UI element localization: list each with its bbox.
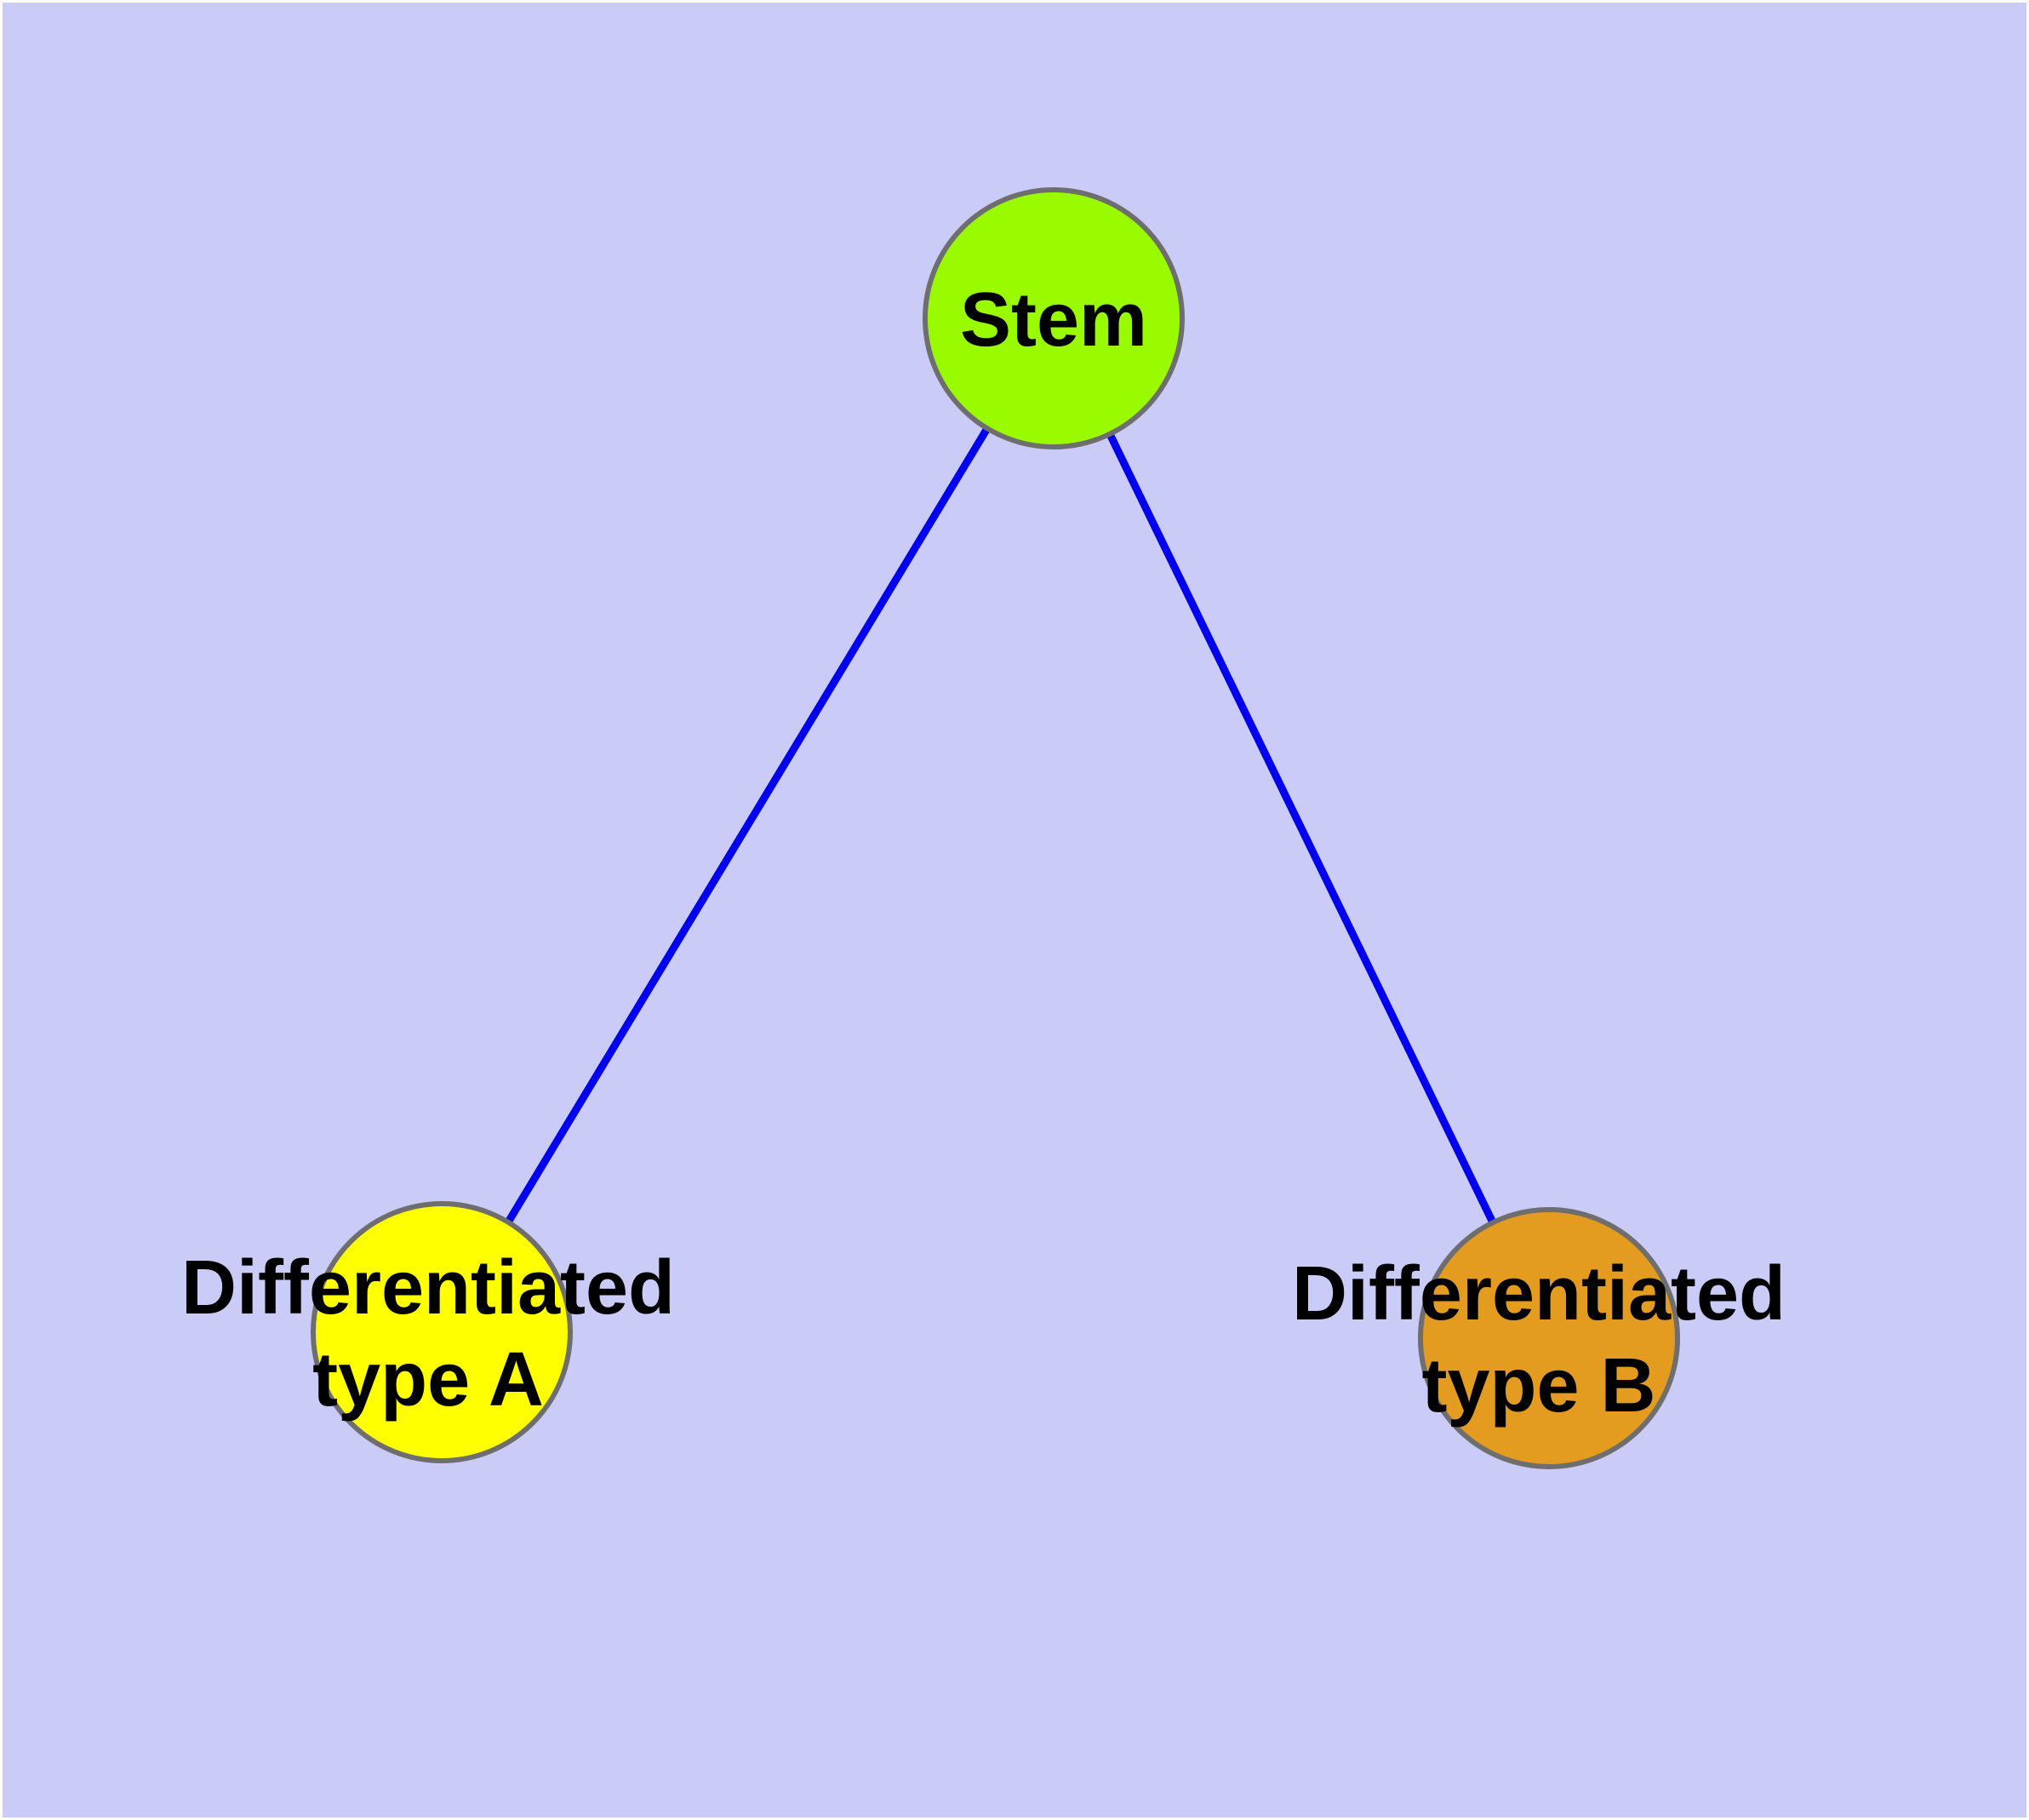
node-label-line: type A (312, 1337, 544, 1422)
node-label-line: Differentiated (181, 1245, 675, 1331)
node-differentiated-type-b (1418, 1207, 1680, 1469)
edge-stem-to-differentiated-type-b (1049, 317, 1553, 1340)
node-label-line: Stem (960, 278, 1147, 363)
node-differentiated-type-a (311, 1201, 573, 1463)
node-label-line: type B (1421, 1343, 1655, 1428)
node-label-line: Differentiated (1292, 1251, 1786, 1336)
node-label-stem: Stem (960, 278, 1147, 363)
node-stem (923, 187, 1185, 449)
edge-stem-to-differentiated-type-a (438, 316, 1057, 1335)
